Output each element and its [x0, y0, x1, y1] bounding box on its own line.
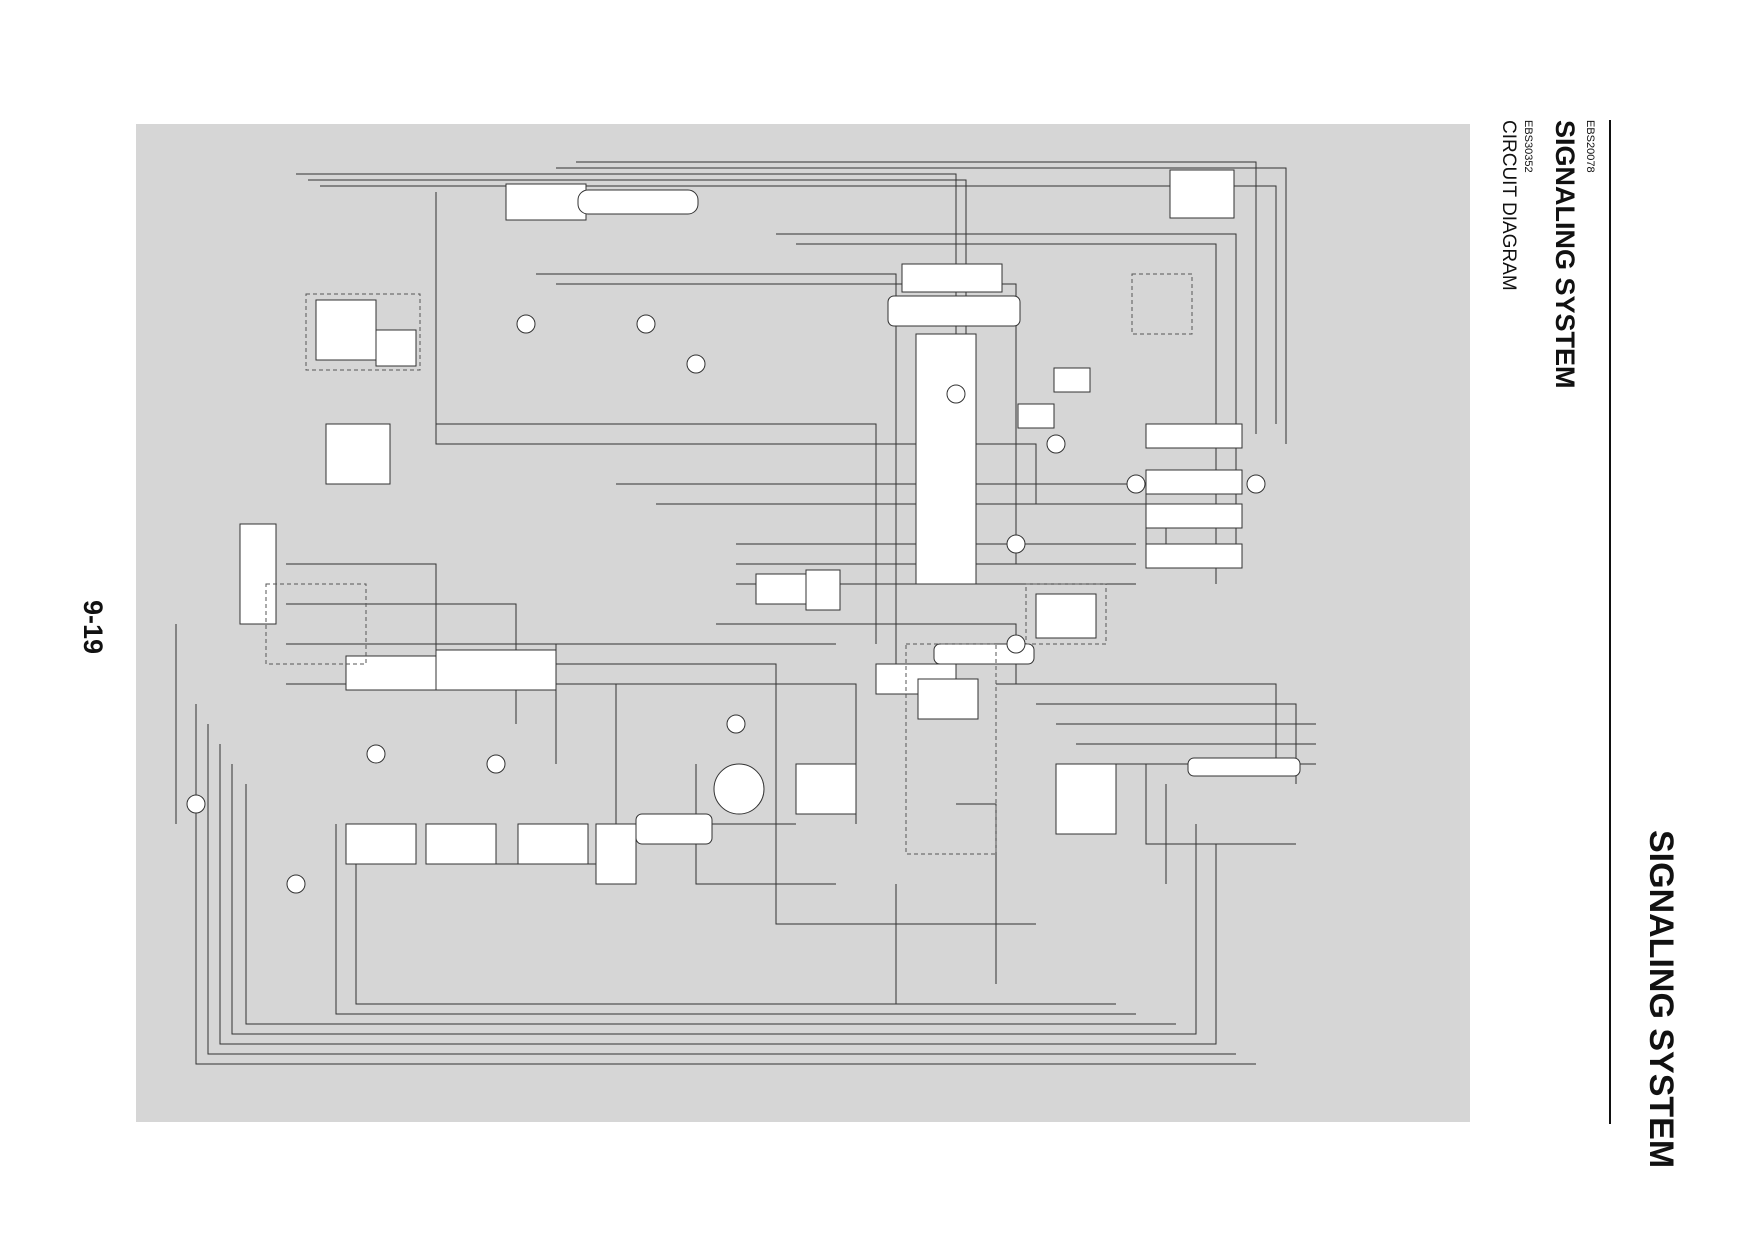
light-control-unit — [917, 678, 979, 720]
tail-connector — [635, 813, 713, 845]
circuit-diagram — [136, 124, 1470, 1122]
relay-unit-center — [435, 649, 557, 691]
ecu-unit — [915, 333, 977, 585]
switch-group-outline — [305, 293, 421, 371]
sensor-right-1 — [1017, 403, 1055, 429]
rear-right-connector — [1187, 757, 1301, 777]
signal-right-2 — [1145, 469, 1243, 495]
front-turn-right — [425, 823, 497, 865]
fuse-box — [1169, 169, 1235, 219]
lamp-group-outline — [905, 643, 997, 855]
relay-group-outline — [265, 583, 367, 665]
section-code: EBS20078 — [1584, 120, 1596, 173]
subsection-code: EBS30352 — [1522, 120, 1534, 173]
sensor-right-2 — [1053, 367, 1091, 393]
ecu-connector-bottom — [887, 295, 1021, 327]
sensor-group-outline — [1131, 273, 1193, 335]
meter-assembly — [325, 423, 391, 485]
license-lamp — [795, 763, 857, 815]
main-connector-right — [577, 189, 699, 215]
left-switch-block — [315, 299, 377, 361]
signal-right-4 — [1145, 543, 1243, 569]
signal-right-3 — [1145, 503, 1243, 529]
flasher-relay — [805, 569, 841, 611]
tail-lamp-assembly — [1055, 763, 1117, 835]
rear-turn-right — [595, 823, 637, 885]
main-connector-left — [505, 183, 587, 221]
circuit-diagram-drawing — [175, 161, 1316, 1065]
relay-unit-left — [345, 655, 437, 691]
signal-right-1 — [1145, 423, 1243, 449]
section-title: SIGNALING SYSTEM — [1550, 120, 1580, 389]
edge-rule — [1609, 120, 1611, 1124]
ecu-connector-top — [901, 263, 1003, 293]
horn — [713, 763, 765, 815]
left-handlebar-switch — [239, 523, 277, 625]
brake-switch — [1035, 593, 1097, 639]
subsection-title: CIRCUIT DIAGRAM — [1498, 120, 1519, 291]
edge-section-title: SIGNALING SYSTEM — [1642, 830, 1680, 1169]
page-number: 9-19 — [78, 600, 108, 655]
left-relay — [375, 329, 417, 367]
rear-turn-left — [517, 823, 589, 865]
front-turn-left — [345, 823, 417, 865]
